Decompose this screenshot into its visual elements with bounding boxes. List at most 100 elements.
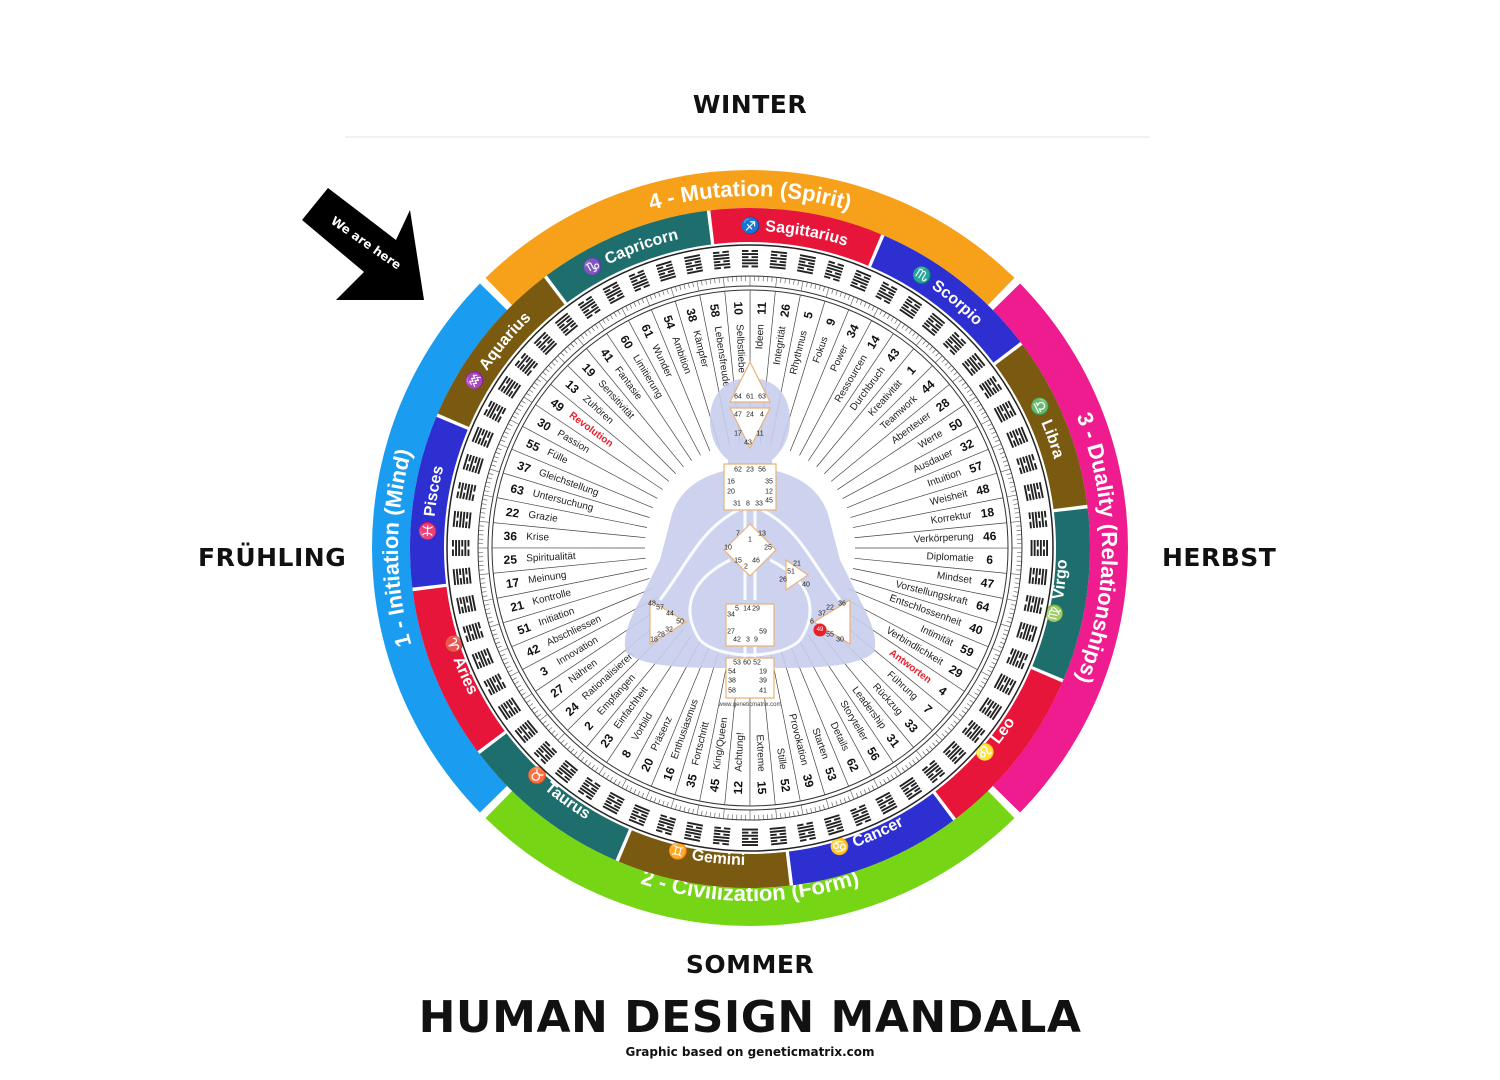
hexagram-symbol [533, 331, 558, 356]
gate-number: 29 [946, 662, 965, 681]
hexagram-symbol [628, 804, 651, 827]
center-gate-number: 48 [648, 601, 656, 608]
center-gate-number: 24 [746, 412, 754, 419]
gate-number: 10 [731, 301, 746, 315]
hexagram-symbol [471, 426, 494, 449]
hexagram-symbol [602, 791, 625, 815]
hexagram-symbol [483, 400, 507, 423]
gate-number: 47 [980, 575, 996, 591]
highlighted-gate-number: 49 [817, 627, 824, 633]
gate-keyword: Diplomatie [926, 551, 974, 564]
zodiac-segment [437, 277, 565, 427]
hexagram-symbol [1006, 426, 1029, 449]
gate-number: 45 [707, 777, 723, 793]
page-title: HUMAN DESIGN MANDALA [418, 992, 1082, 1043]
hexagram-symbol [497, 697, 522, 721]
season-sommer-label: SOMMER [685, 950, 815, 979]
gate-keyword: Spiritualität [526, 551, 576, 564]
zodiac-segment [710, 208, 882, 266]
center-gate-number: 34 [727, 612, 735, 619]
hexagram-symbol [712, 250, 731, 270]
center-gate-number: 20 [727, 489, 735, 496]
hexagram-symbol [456, 594, 477, 614]
gate-keyword: Grazie [528, 510, 559, 525]
gate-number: 62 [843, 756, 862, 774]
hexagram-symbol [577, 776, 601, 801]
degree-scale [477, 275, 1023, 821]
gate-keyword: Selbstliebe [734, 324, 747, 374]
hexagram-ring-border [446, 244, 1054, 852]
gate-number: 14 [864, 333, 883, 352]
hexagram-symbol [742, 250, 758, 268]
center-gate-number: 21 [793, 561, 801, 568]
gate-number: 21 [509, 598, 526, 615]
hexagram-symbol [769, 826, 788, 846]
center-gate-number: 43 [744, 440, 752, 447]
center-gate-number: 52 [753, 660, 761, 667]
zodiac-segment [788, 793, 954, 886]
center-gate-number: 51 [787, 569, 795, 576]
gate-number: 52 [777, 778, 793, 794]
gate-keyword: Verkörperung [913, 532, 974, 546]
center-gate-number: 60 [743, 660, 751, 667]
center-gate-number: 14 [743, 606, 751, 613]
center-gate-number: 7 [736, 531, 740, 538]
hexagram-symbol [961, 719, 986, 744]
center-gate-number: 5 [735, 606, 739, 613]
gate-number: 6 [986, 553, 994, 567]
center-gate-number: 31 [733, 501, 741, 508]
center-gate-number: 15 [734, 558, 742, 565]
center-gate-number: 4 [760, 412, 764, 419]
center-gate-number: 9 [754, 637, 758, 644]
hexagram-symbol [456, 482, 477, 502]
zodiac-segment [479, 733, 629, 861]
hexagram-symbol [1028, 567, 1048, 586]
center-gate-number: 58 [728, 688, 736, 695]
credit-line: Graphic based on geneticmatrix.com [625, 1045, 875, 1059]
hexagram-symbol [462, 453, 484, 475]
center-gate-number: 55 [826, 632, 834, 639]
hexagram-symbol [655, 260, 677, 282]
gate-number: 51 [515, 620, 533, 638]
center-gate-number: 23 [746, 467, 754, 474]
hexagram-symbol [452, 540, 470, 556]
hexagram-symbol [462, 621, 484, 643]
gate-number: 58 [707, 303, 723, 319]
center-gate-number: 57 [656, 605, 664, 612]
gate-number: 46 [983, 529, 997, 544]
hexagram-symbol [471, 647, 494, 670]
center-gate-number: 36 [838, 601, 846, 608]
hexagram-symbol [796, 254, 816, 275]
hexagram-symbol [514, 719, 539, 744]
gate-number: 60 [617, 333, 636, 352]
hexagram-symbol [712, 826, 731, 846]
center-gate-number: 41 [759, 688, 767, 695]
gate-number: 64 [975, 598, 992, 615]
gate-number: 38 [683, 307, 700, 324]
hexagram-symbol [655, 814, 677, 836]
zodiac-segment [618, 830, 790, 888]
center-gate-number: 19 [759, 669, 767, 676]
hexagram-symbol [978, 375, 1003, 399]
season-fruehling-label: FRÜHLING [198, 543, 347, 572]
quarter-segment [992, 283, 1128, 813]
gate-number: 57 [967, 458, 985, 476]
gate-number: 5 [801, 310, 816, 320]
gate-number: 18 [980, 505, 996, 521]
center-gate-number: 47 [734, 412, 742, 419]
gate-number: 9 [823, 316, 839, 327]
center-gate-number: 40 [802, 582, 810, 589]
center-gate-number: 29 [752, 606, 760, 613]
gate-number: 12 [731, 780, 746, 794]
gate-number: 54 [660, 313, 678, 331]
gate-number: 35 [683, 772, 700, 789]
hexagram-symbol [978, 697, 1003, 721]
hexagram-symbol [823, 814, 845, 836]
center-gate-number: 6 [810, 619, 814, 626]
zodiac-segment [412, 586, 505, 752]
